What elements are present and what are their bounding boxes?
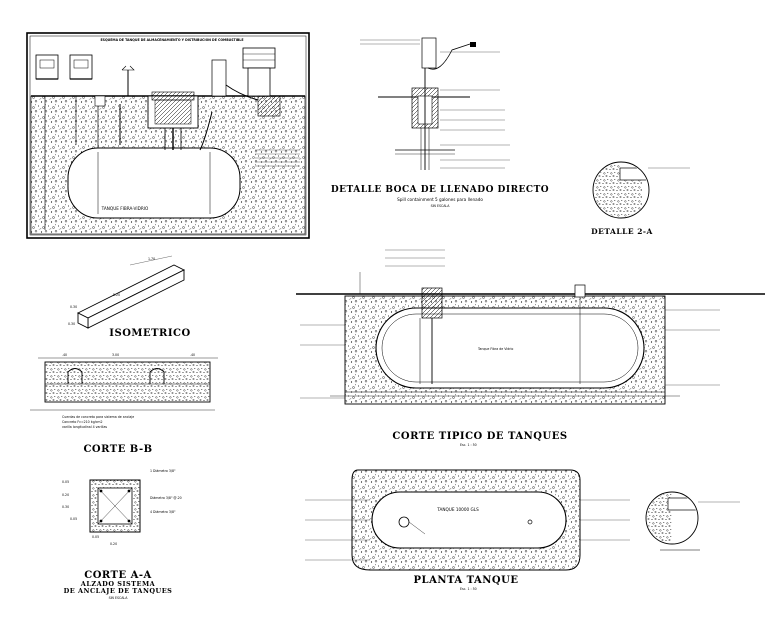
corte-aa-section: 1 Diámetro 3/8" Diámetro 3/8" @.20 4 Diá… <box>62 469 182 600</box>
detalle-2a-title: DETALLE 2-A <box>591 227 653 236</box>
planta-tanque-section: TANQUE 10000 GLS PLANTA TANQUE Esc. 1 : … <box>305 469 630 591</box>
alzado-line-2: DE ANCLAJE DE TANQUES <box>64 587 173 595</box>
corte-tipico-section: Tanque Fibra de Vidrio CORTE TIPICO DE T… <box>296 249 765 447</box>
iso-dim-length: 1.70 <box>148 257 155 261</box>
bb-dim-center: 3.00 <box>112 353 119 357</box>
alzado-scale: SIN ESCALA <box>109 596 129 600</box>
planta-tanque-scale: Esc. 1 : 50 <box>460 587 477 591</box>
aa-dim-3: 0.30 <box>62 505 69 509</box>
esquema-panel: ESQUEMA DE TANQUE DE ALMACENAMIENTO Y DI… <box>26 32 310 239</box>
corte-bb-section: .40 3.00 .40 Cuerdas de concreto para si… <box>30 353 218 455</box>
tanque-gls-label: TANQUE 10000 GLS <box>436 507 479 512</box>
spill-subtitle: Spill containment 5 galones para llenado <box>397 197 483 202</box>
tanque-fibra-label: TANQUE FIBRA-VIDRIO <box>101 206 149 211</box>
detalle-boca-title: DETALLE BOCA DE LLENADO DIRECTO <box>331 185 549 195</box>
aa-dim-2: 0.20 <box>62 493 69 497</box>
detalle-boca-scale: SIN ESCALA <box>431 204 451 208</box>
aa-dim-5: 0.20 <box>110 542 117 546</box>
bb-dim-right: .40 <box>190 353 195 357</box>
iso-dim-width: 0.30 <box>70 305 77 309</box>
aa-dim-1: 0.05 <box>62 480 69 484</box>
iso-dim-body: 5.20 <box>113 293 120 297</box>
isometrico-title: ISOMETRICO <box>109 328 190 339</box>
esquema-notes <box>255 149 300 167</box>
detalle-2a-top: DETALLE 2-A <box>591 161 690 236</box>
esquema-manway <box>147 91 199 150</box>
corte-tipico-title: CORTE TIPICO DE TANQUES <box>392 431 567 442</box>
bb-note-2: Concreto Fc=210 kg/cm2 <box>62 420 103 424</box>
corte-aa-title: CORTE A-A <box>84 570 152 581</box>
aa-diam-3: 4 Diámetro 3/8" <box>150 510 176 514</box>
esquema-dispensers <box>35 54 93 80</box>
planta-tanque-title: PLANTA TANQUE <box>414 575 519 586</box>
detalle-boca-section: DETALLE BOCA DE LLENADO DIRECTO Spill co… <box>331 37 549 208</box>
aa-diam-2: Diámetro 3/8" @.20 <box>150 496 182 500</box>
tanque-fibra-small: Tanque Fibra de Vidrio <box>477 347 513 351</box>
esquema-title: ESQUEMA DE TANQUE DE ALMACENAMIENTO Y DI… <box>100 38 243 42</box>
detalle-2a-bottom <box>645 491 740 551</box>
isometrico-section: 1.70 0.30 5.20 0.30 ISOMETRICO <box>68 255 190 339</box>
bb-note-1: Cuerdas de concreto para sistema de ancl… <box>62 415 134 419</box>
bb-note-3: varilla longitudinal 4 varillas <box>62 425 107 429</box>
aa-dim-6: 0.05 <box>92 535 99 539</box>
bb-dim-left: .40 <box>62 353 67 357</box>
corte-tipico-scale: Esc. 1 : 50 <box>460 443 477 447</box>
esquema-pump <box>211 47 281 117</box>
alzado-line-1: ALZADO SISTEMA <box>80 580 156 588</box>
iso-dim-height: 0.30 <box>68 322 75 326</box>
esquema-tank: TANQUE FIBRA-VIDRIO <box>67 147 241 219</box>
corte-bb-title: CORTE B-B <box>83 444 152 455</box>
aa-dim-4: 0.05 <box>70 517 77 521</box>
aa-diam-1: 1 Diámetro 3/8" <box>150 469 176 473</box>
